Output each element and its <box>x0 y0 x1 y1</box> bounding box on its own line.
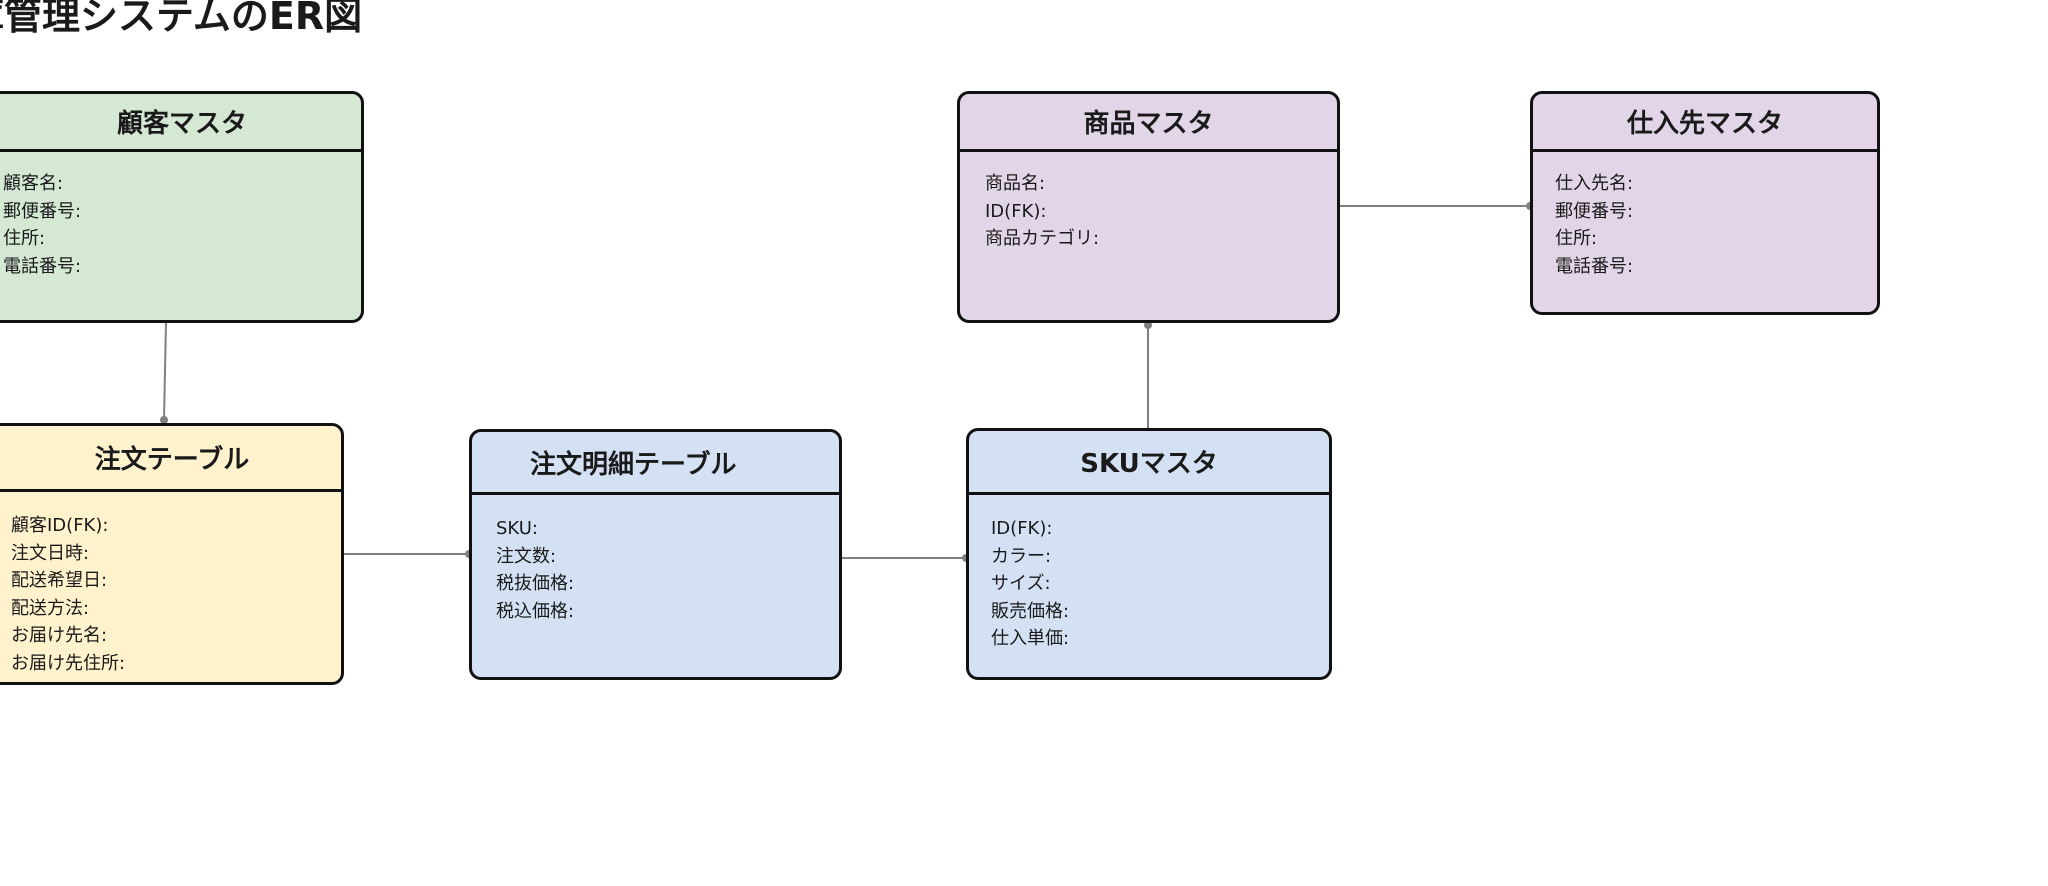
entity-field: 商品名: <box>985 173 1046 194</box>
entity-field: お届け先住所: <box>11 652 126 674</box>
entity-field: 住所: <box>3 228 46 249</box>
entity-order-table[interactable]: 注文テーブル 顧客ID(FK): 注文日時: 配送希望日: 配送方法: お届け先… <box>0 423 344 685</box>
entity-customer-master[interactable]: 顧客マスタ 顧客名: 郵便番号: 住所: 電話番号: <box>0 91 364 323</box>
entity-field: 配送希望日: <box>11 570 108 591</box>
entity-field: 税込価格: <box>496 600 575 622</box>
entity-field: SKU: <box>496 518 538 539</box>
entity-order-detail-table[interactable]: 注文明細テーブル SKU: 注文数: 税抜価格: 税込価格: <box>469 429 842 680</box>
entity-field: 電話番号: <box>1555 255 1634 277</box>
entity-field-list: 商品名: ID(FK): 商品カテゴリ: <box>960 152 1337 253</box>
entity-title: SKUマスタ <box>969 431 1329 495</box>
connector-endpoint <box>160 416 168 424</box>
entity-title: 仕入先マスタ <box>1533 94 1877 152</box>
entity-field: 住所: <box>1555 228 1598 249</box>
entity-field: ID(FK): <box>985 200 1047 222</box>
entity-field: 税抜価格: <box>496 573 575 594</box>
entity-sku-master[interactable]: SKUマスタ ID(FK): カラー: サイズ: 販売価格: 仕入単価: <box>966 428 1332 680</box>
entity-field: 顧客名: <box>3 173 64 194</box>
entity-field: 顧客ID(FK): <box>11 515 109 536</box>
entity-field: 注文日時: <box>11 542 90 564</box>
connector-customer-order[interactable] <box>163 321 167 421</box>
entity-field: 商品カテゴリ: <box>985 228 1100 249</box>
entity-field: 販売価格: <box>991 600 1070 622</box>
entity-title: 注文テーブル <box>0 426 341 492</box>
entity-field: サイズ: <box>991 573 1051 594</box>
connector-endpoint <box>1144 321 1152 329</box>
entity-field-list: ID(FK): カラー: サイズ: 販売価格: 仕入単価: <box>969 495 1329 653</box>
entity-title: 顧客マスタ <box>0 94 361 152</box>
entity-field-list: 顧客名: 郵便番号: 住所: 電話番号: <box>0 152 361 280</box>
entity-field-list: SKU: 注文数: 税抜価格: 税込価格: <box>472 495 839 625</box>
entity-field: 配送方法: <box>11 597 90 619</box>
entity-field: 仕入単価: <box>991 628 1070 649</box>
entity-product-master[interactable]: 商品マスタ 商品名: ID(FK): 商品カテゴリ: <box>957 91 1340 323</box>
entity-field-list: 顧客ID(FK): 注文日時: 配送希望日: 配送方法: お届け先名: お届け先… <box>0 492 341 677</box>
entity-field: 郵便番号: <box>3 200 82 222</box>
entity-title: 注文明細テーブル <box>472 432 839 495</box>
entity-field: 仕入先名: <box>1555 173 1634 194</box>
entity-field: カラー: <box>991 545 1052 567</box>
entity-title: 商品マスタ <box>960 94 1337 152</box>
entity-supplier-master[interactable]: 仕入先マスタ 仕入先名: 郵便番号: 住所: 電話番号: <box>1530 91 1880 315</box>
entity-field: 郵便番号: <box>1555 200 1634 222</box>
diagram-title: 庫管理システムのER図 <box>0 0 363 38</box>
entity-field: お届け先名: <box>11 625 108 646</box>
entity-field: 電話番号: <box>3 255 82 277</box>
entity-field-list: 仕入先名: 郵便番号: 住所: 電話番号: <box>1533 152 1877 280</box>
entity-field: 注文数: <box>496 545 557 567</box>
entity-field: ID(FK): <box>991 518 1053 539</box>
